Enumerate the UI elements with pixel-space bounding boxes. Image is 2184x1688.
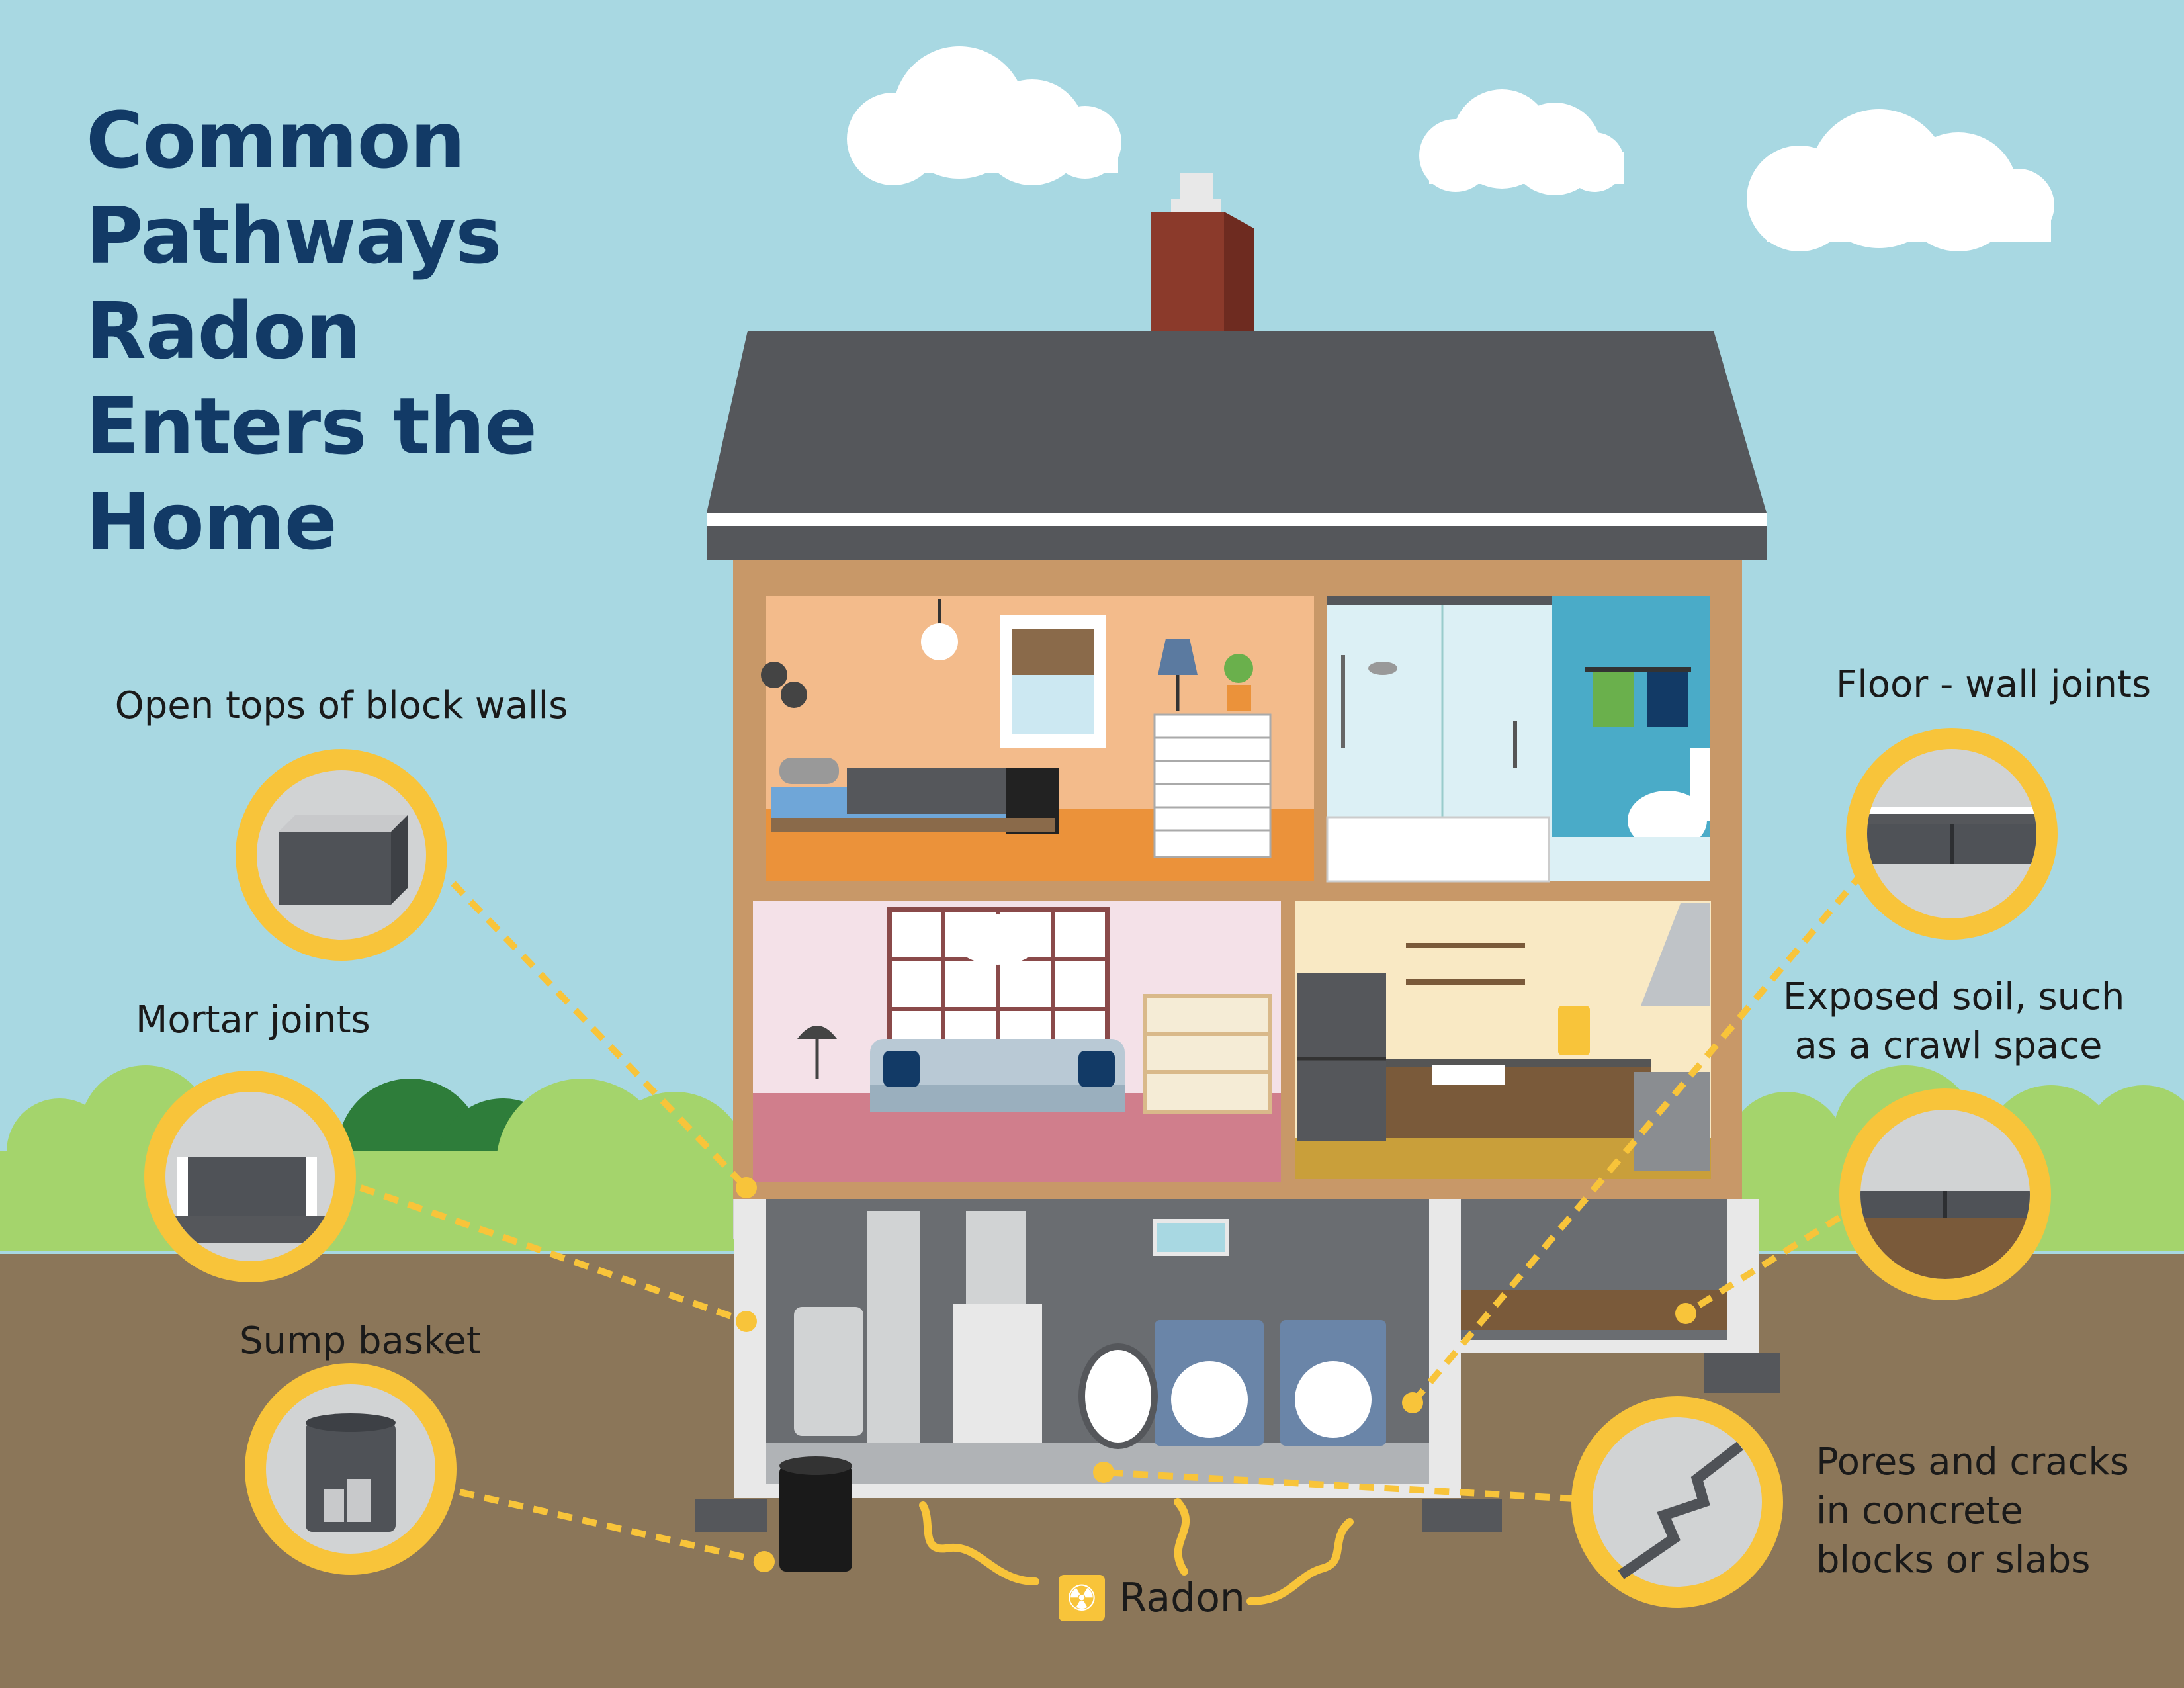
basement bbox=[695, 1199, 1780, 1572]
living-room bbox=[753, 901, 1281, 1182]
connector-dots bbox=[736, 1177, 1696, 1572]
label-exposed-soil-line-1: Exposed soil, such bbox=[1783, 975, 2125, 1018]
label-pores: Pores and cracks in concrete blocks or s… bbox=[1816, 1438, 2129, 1585]
connector-lines bbox=[359, 851, 1882, 1565]
label-mortar: Mortar joints bbox=[136, 999, 371, 1042]
label-open-tops: Open tops of block walls bbox=[114, 684, 568, 727]
label-pores-line-3: blocks or slabs bbox=[1816, 1538, 2091, 1581]
callout-exposed-soil bbox=[1839, 1088, 2051, 1300]
label-pores-line-1: Pores and cracks bbox=[1816, 1441, 2129, 1484]
title-line-3: Enters the Home bbox=[86, 380, 537, 567]
label-exposed-soil: Exposed soil, such as a crawl space bbox=[1783, 973, 2125, 1071]
label-sump: Sump basket bbox=[240, 1319, 481, 1362]
radon-legend: ☢ Radon bbox=[1059, 1575, 1245, 1621]
label-pores-line-2: in concrete bbox=[1816, 1489, 2023, 1533]
bush-left bbox=[0, 1065, 748, 1251]
radon-label: Radon bbox=[1119, 1575, 1245, 1621]
cloud bbox=[1419, 89, 1624, 195]
title-line-1: Common bbox=[86, 95, 466, 186]
cloud bbox=[847, 46, 1121, 185]
bathroom bbox=[1326, 596, 1710, 883]
bedroom bbox=[761, 596, 1314, 881]
page-title: Common Pathways Radon Enters the Home bbox=[86, 93, 748, 569]
callout-sump bbox=[245, 1363, 457, 1575]
callout-open-tops bbox=[236, 749, 447, 961]
callout-mortar bbox=[144, 1071, 356, 1282]
label-floor-wall: Floor - wall joints bbox=[1836, 663, 2152, 706]
callout-pores bbox=[1571, 1396, 1783, 1608]
callout-floor-wall bbox=[1846, 728, 2058, 940]
kitchen bbox=[1295, 901, 1711, 1179]
radon-arrows bbox=[919, 1498, 1354, 1605]
roof bbox=[707, 331, 1767, 560]
title-line-2: Pathways Radon bbox=[86, 190, 502, 377]
cloud bbox=[1747, 109, 2054, 251]
radiation-icon: ☢ bbox=[1059, 1575, 1105, 1621]
label-exposed-soil-line-2: as a crawl space bbox=[1794, 1024, 2103, 1067]
